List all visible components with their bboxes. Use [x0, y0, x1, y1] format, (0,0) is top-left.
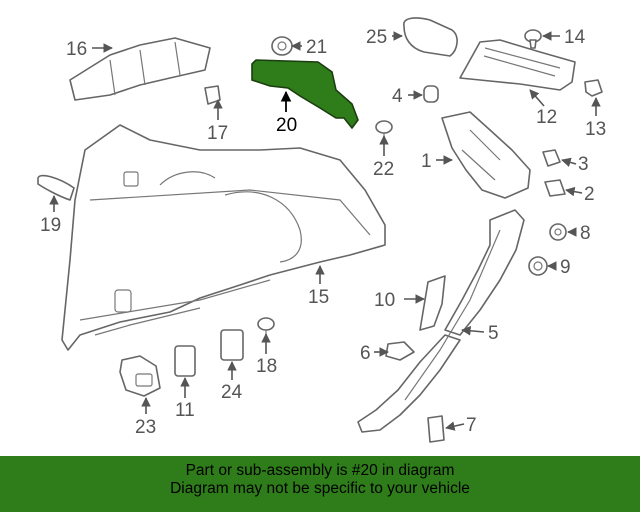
- callout-labels: 16 21 25 14 4 20 17 12 13 1 3 22 2 19 8 …: [40, 27, 606, 438]
- callout-11: 11: [175, 400, 195, 421]
- callout-16: 16: [66, 39, 87, 60]
- notice-line-disclaimer: Diagram may not be specific to your vehi…: [170, 480, 470, 497]
- callout-21: 21: [306, 37, 327, 58]
- callout-4: 4: [392, 86, 403, 107]
- callout-7: 7: [466, 415, 477, 436]
- leader-lines: [49, 31, 601, 431]
- callout-14: 14: [564, 27, 586, 48]
- callout-25: 25: [366, 27, 387, 48]
- part-10-panel: [419, 275, 446, 331]
- callout-23: 23: [135, 417, 156, 438]
- callout-18: 18: [256, 356, 277, 377]
- part-3-bracket: [542, 149, 561, 167]
- part-8-nut: [549, 223, 567, 241]
- part-16-upper-bracket: [69, 37, 211, 101]
- part-25-handle: [403, 17, 458, 57]
- callout-10: 10: [374, 290, 395, 311]
- callout-17: 17: [207, 123, 228, 144]
- part-23-switch: [119, 355, 161, 397]
- callout-2: 2: [584, 184, 595, 205]
- notice-line-part: Part or sub-assembly is #20 in diagram: [185, 462, 455, 479]
- callout-19: 19: [40, 215, 61, 236]
- part-9-nut: [528, 256, 548, 276]
- part-19-handle: [37, 174, 75, 201]
- part-14-push-pin: [524, 29, 542, 49]
- part-5-pillar-trim: [357, 209, 525, 433]
- diagram-notice-banner: Part or sub-assembly is #20 in diagram D…: [0, 456, 640, 512]
- part-11-connector: [174, 345, 196, 377]
- callout-1: 1: [421, 151, 432, 172]
- callout-5: 5: [488, 323, 499, 344]
- part-12-rail: [459, 39, 576, 91]
- part-21-grommet: [271, 36, 293, 56]
- callout-24: 24: [221, 382, 243, 403]
- part-1-inner-bracket: [441, 111, 531, 199]
- part-22-fastener: [375, 120, 393, 138]
- callout-6: 6: [360, 343, 371, 364]
- callout-12: 12: [536, 107, 557, 128]
- callout-9: 9: [560, 257, 571, 278]
- part-20-highlighted: [251, 59, 359, 130]
- callout-8: 8: [580, 223, 591, 244]
- part-6-clip: [385, 341, 415, 361]
- parts-diagram: 16 21 25 14 4 20 17 12 13 1 3 22 2 19 8 …: [37, 17, 606, 443]
- callout-22: 22: [373, 159, 394, 180]
- callout-3: 3: [578, 154, 589, 175]
- part-24-connector: [220, 329, 244, 361]
- part-7-clip: [427, 415, 445, 443]
- part-13-bracket: [584, 79, 603, 97]
- part-4-plug: [423, 85, 439, 103]
- part-2-clip: [544, 179, 566, 197]
- callout-15: 15: [308, 287, 329, 308]
- part-15-quarter-trim-panel: [61, 124, 386, 351]
- callout-13: 13: [585, 119, 606, 140]
- callout-20: 20: [276, 115, 297, 136]
